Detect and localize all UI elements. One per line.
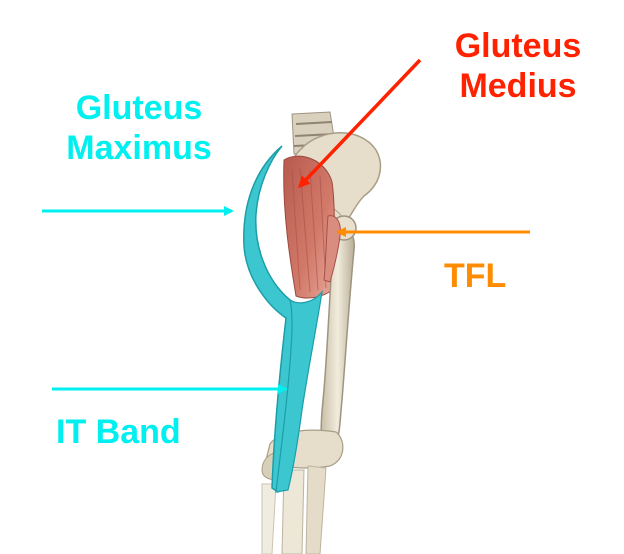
femur-bone [320, 224, 355, 447]
gluteus-medius-label: Gluteus Medius [428, 26, 608, 106]
gluteus-maximus-label: Gluteus Maximus [44, 88, 234, 168]
tfl-label: TFL [444, 257, 507, 295]
lower-leg-bones [261, 465, 327, 554]
gluteus-medius-label-line2: Medius [459, 67, 577, 105]
it-band-label: IT Band [56, 413, 181, 451]
gluteus-medius-label-line1: Gluteus [454, 27, 582, 65]
gluteus-medius-arrow [297, 58, 422, 189]
gluteus-maximus-label-line2: Maximus [66, 129, 212, 167]
it-band [275, 289, 323, 493]
gluteus-maximus-label-line1: Gluteus [75, 89, 203, 127]
